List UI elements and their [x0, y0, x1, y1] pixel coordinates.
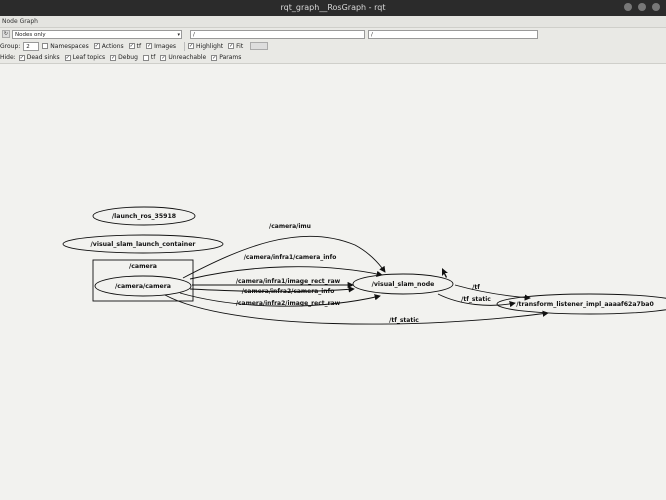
- check-icon: ✓: [64, 54, 71, 61]
- maximize-icon[interactable]: [638, 3, 646, 11]
- tf2-label: tf: [150, 54, 156, 61]
- fit-checkbox[interactable]: ✓Fit: [228, 43, 243, 50]
- check-icon: ✓: [18, 54, 25, 61]
- chevron-down-icon: ▾: [177, 31, 180, 38]
- refresh-button[interactable]: ↻: [2, 30, 10, 38]
- actions-checkbox[interactable]: ✓Actions: [93, 42, 124, 50]
- edge-label-infra1-raw: /camera/infra1/image_rect_raw: [236, 278, 341, 285]
- check-icon: ✓: [228, 43, 235, 49]
- edge-label-imu: /camera/imu: [269, 223, 311, 230]
- tf2-checkbox[interactable]: tf: [142, 54, 156, 61]
- namespace-camera-box: [92, 259, 194, 302]
- node-vslam-container-label: /visual_slam_launch_container: [91, 241, 197, 248]
- node-launch-ros-label: /launch_ros_35918: [112, 213, 176, 220]
- hide-toolbar: Hide: ✓Dead sinks ✓Leaf topics ✓Debug tf…: [0, 52, 666, 64]
- window-title-bar: rqt_graph__RosGraph - rqt: [0, 0, 666, 16]
- hide-label: Hide:: [0, 54, 16, 61]
- unreachable-checkbox[interactable]: ✓Unreachable: [160, 54, 206, 61]
- panel-title: Node Graph: [0, 16, 666, 28]
- window-title: rqt_graph__RosGraph - rqt: [280, 3, 386, 12]
- node-vslam-container[interactable]: [62, 234, 224, 254]
- edge-label-infra1-info: /camera/infra1/camera_info: [244, 254, 337, 261]
- checkbox-box: [142, 54, 149, 61]
- toolbar-separator: [184, 41, 186, 51]
- edge-vslam-tf-static[interactable]: [437, 293, 516, 308]
- node-camera-label: /camera/camera: [115, 283, 171, 290]
- leaf-topics-checkbox[interactable]: ✓Leaf topics: [64, 54, 106, 61]
- minimize-icon[interactable]: [624, 3, 632, 11]
- node-vslam[interactable]: [352, 273, 454, 295]
- ros-graph-canvas[interactable]: /launch_ros_35918 /visual_slam_launch_co…: [0, 65, 666, 500]
- images-label: Images: [154, 42, 177, 50]
- edge-label-tf-static-vslam: /tf_static: [461, 296, 491, 303]
- highlight-checkbox[interactable]: ✓Highlight: [188, 43, 223, 50]
- group-spinbox[interactable]: 2: [23, 41, 40, 51]
- tf-label: tf: [136, 42, 142, 50]
- mouse-cursor-icon: [442, 268, 448, 278]
- namespaces-label: Namespaces: [50, 42, 89, 50]
- graph-mode-select[interactable]: Nodes only ▾: [12, 29, 182, 39]
- graph-mode-value: Nodes only: [15, 31, 46, 38]
- node-camera[interactable]: [94, 275, 192, 297]
- debug-checkbox[interactable]: ✓Debug: [110, 54, 138, 61]
- images-checkbox[interactable]: ✓Images: [146, 43, 176, 50]
- tf-checkbox[interactable]: ✓tf: [128, 42, 142, 50]
- check-icon: ✓: [128, 43, 135, 49]
- edge-infra2-raw[interactable]: [179, 292, 381, 307]
- edge-label-infra2-raw: /camera/infra2/image_rect_raw: [236, 300, 341, 307]
- edge-camera-tf-static[interactable]: [164, 294, 549, 325]
- edge-infra1-info[interactable]: [189, 266, 383, 280]
- topic-filter-input[interactable]: /: [368, 29, 538, 39]
- dead-sinks-checkbox[interactable]: ✓Dead sinks: [18, 54, 60, 61]
- unreachable-label: Unreachable: [168, 54, 207, 61]
- debug-label: Debug: [118, 54, 138, 61]
- namespace-filter-value: /: [193, 31, 195, 38]
- edge-camera-imu[interactable]: [182, 235, 386, 279]
- fit-label: Fit: [236, 42, 244, 50]
- fit-view-button[interactable]: [250, 42, 269, 50]
- check-icon: ✓: [110, 54, 117, 61]
- group-label: Group:: [0, 42, 21, 50]
- edge-label-tf: /tf: [472, 284, 480, 291]
- params-checkbox[interactable]: ✓Params: [211, 54, 241, 61]
- leaf-topics-label: Leaf topics: [72, 54, 106, 61]
- highlight-label: Highlight: [196, 42, 224, 50]
- params-label: Params: [219, 54, 242, 61]
- namespace-camera-label: /camera: [129, 263, 157, 270]
- check-icon: ✓: [93, 43, 100, 49]
- check-icon: ✓: [211, 54, 218, 61]
- filter-toolbar: ↻ Nodes only ▾ / /: [0, 28, 666, 40]
- check-icon: ✓: [146, 43, 153, 49]
- topic-filter-value: /: [371, 31, 373, 38]
- options-toolbar: Group: 2 Namespaces ✓Actions ✓tf ✓Images…: [0, 40, 666, 52]
- edge-infra2-info[interactable]: [189, 286, 355, 293]
- close-icon[interactable]: [652, 3, 660, 11]
- namespaces-checkbox[interactable]: Namespaces: [42, 42, 89, 50]
- actions-label: Actions: [101, 42, 124, 50]
- node-vslam-label: /visual_slam_node: [372, 281, 435, 288]
- group-value: 2: [26, 43, 30, 50]
- edge-label-infra2-info: /camera/infra2/camera_info: [242, 288, 335, 295]
- window-controls: [624, 3, 660, 11]
- node-tf-listener[interactable]: [496, 293, 666, 315]
- check-icon: ✓: [188, 43, 195, 49]
- dead-sinks-label: Dead sinks: [26, 54, 60, 61]
- checkbox-box: [42, 43, 49, 49]
- panel-title-label: Node Graph: [2, 18, 38, 25]
- edge-label-tf-static-camera: /tf_static: [389, 317, 419, 324]
- node-tf-listener-label: /transform_listener_impl_aaaaf62a7ba0: [516, 301, 654, 308]
- namespace-filter-input[interactable]: /: [190, 29, 365, 39]
- check-icon: ✓: [160, 54, 167, 61]
- node-launch-ros[interactable]: [92, 206, 196, 226]
